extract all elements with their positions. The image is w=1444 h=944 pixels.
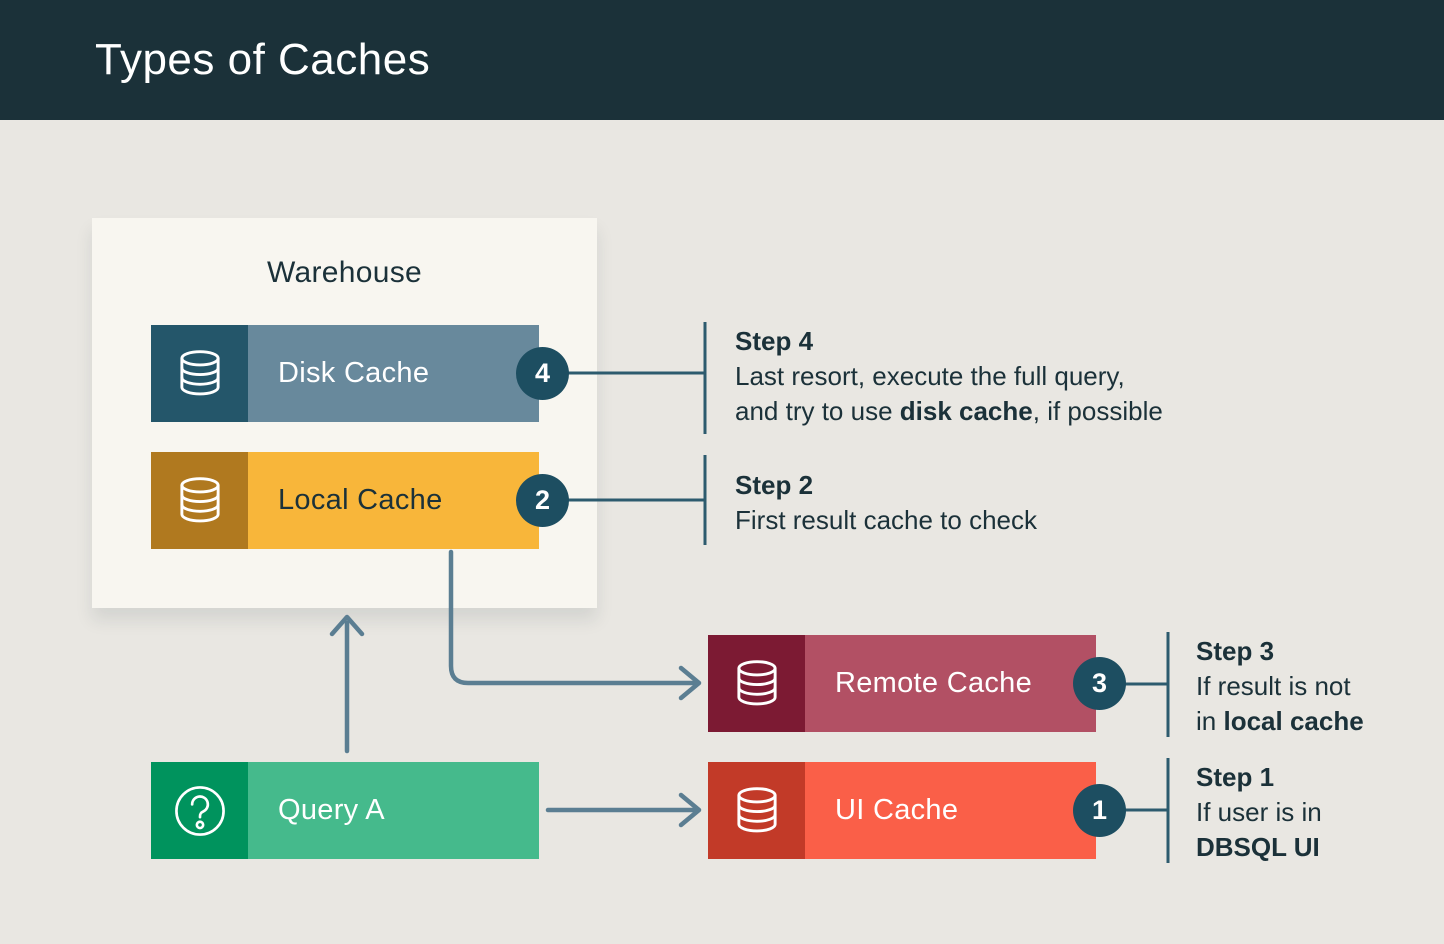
- step-text: If result is not: [1196, 671, 1351, 701]
- node-bar: Local Cache: [248, 452, 539, 549]
- node-label: Remote Cache: [835, 667, 1033, 699]
- arrow-query-to-warehouse-head: [329, 614, 365, 637]
- node-bar: UI Cache: [805, 762, 1096, 859]
- header-bar: Types of Caches: [0, 0, 1444, 120]
- node-label: Local Cache: [278, 484, 443, 516]
- step-title: Step 1: [1196, 762, 1275, 792]
- step-badge-2: 2: [516, 474, 569, 527]
- arrow-query-to-ui-head: [678, 792, 702, 828]
- arrow-local-to-remote: [448, 549, 697, 686]
- page-title: Types of Caches: [95, 35, 431, 84]
- database-icon: [708, 762, 805, 859]
- node-remote-cache: Remote Cache 3: [708, 635, 1126, 732]
- step-title: Step 2: [735, 470, 814, 500]
- step-text: Last resort, execute the full query,: [735, 361, 1125, 391]
- warehouse-title: Warehouse: [267, 256, 422, 289]
- node-label: Query A: [278, 794, 385, 826]
- database-icon: [708, 635, 805, 732]
- node-label: UI Cache: [835, 794, 959, 826]
- step-title: Step 3: [1196, 636, 1275, 666]
- step-2-note: Step 2 First result cache to check: [735, 468, 1037, 538]
- node-local-cache: Local Cache 2: [151, 452, 569, 549]
- step-text: First result cache to check: [735, 505, 1037, 535]
- node-disk-cache: Disk Cache 4: [151, 325, 569, 422]
- question-mark-icon: [151, 762, 248, 859]
- step-text: If user is in: [1196, 797, 1322, 827]
- arrow-local-to-remote-head: [678, 665, 702, 701]
- database-icon: [151, 452, 248, 549]
- node-bar: Query A: [248, 762, 539, 859]
- step-text: in local cache: [1196, 706, 1364, 736]
- node-label: Disk Cache: [278, 357, 430, 389]
- step-text: and try to use disk cache, if possible: [735, 396, 1163, 426]
- step-badge-1: 1: [1073, 784, 1126, 837]
- step-badge-3: 3: [1073, 657, 1126, 710]
- step-badge-4: 4: [516, 347, 569, 400]
- node-query-a: Query A: [151, 762, 539, 859]
- step-text: DBSQL UI: [1196, 832, 1320, 862]
- node-bar: Remote Cache: [805, 635, 1096, 732]
- node-bar: Disk Cache: [248, 325, 539, 422]
- step-3-note: Step 3 If result is not in local cache: [1196, 634, 1364, 739]
- database-icon: [151, 325, 248, 422]
- step-4-note: Step 4 Last resort, execute the full que…: [735, 324, 1163, 429]
- node-ui-cache: UI Cache 1: [708, 762, 1126, 859]
- step-1-note: Step 1 If user is in DBSQL UI: [1196, 760, 1322, 865]
- step-title: Step 4: [735, 326, 814, 356]
